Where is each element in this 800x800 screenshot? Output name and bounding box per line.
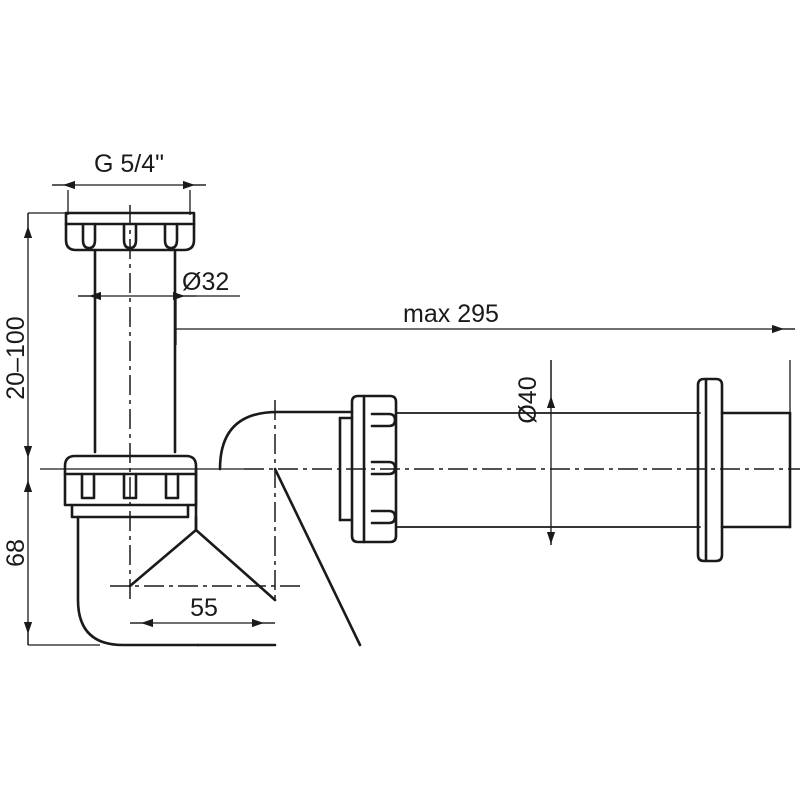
outlet-elbow xyxy=(194,410,354,647)
horizontal-outlet-pipe xyxy=(395,412,701,528)
dimension-label-thread-top: G 5/4" xyxy=(94,150,164,178)
vertical-inlet-pipe xyxy=(93,248,177,454)
dimension-label-outlet-reach: max 295 xyxy=(403,300,499,328)
dimension-label-inlet-pipe-diameter: Ø32 xyxy=(182,268,229,296)
dimension-bowl-depth xyxy=(23,469,100,646)
top-union-nut xyxy=(64,211,196,252)
dimension-label-bowl-depth: 68 xyxy=(2,539,30,567)
dimension-outlet-reach xyxy=(175,296,795,413)
dimension-label-inlet-height-adjust: 20–100 xyxy=(2,316,30,399)
outlet-end-flange xyxy=(696,377,792,563)
dimension-label-bowl-offset: 55 xyxy=(190,594,218,622)
centerlines xyxy=(110,205,800,600)
dimension-thread-top xyxy=(52,180,206,215)
bowl-cone-projection xyxy=(128,467,362,647)
dimension-label-outlet-pipe-diameter: Ø40 xyxy=(514,376,542,423)
dimension-inlet-height-adjust xyxy=(23,212,100,469)
